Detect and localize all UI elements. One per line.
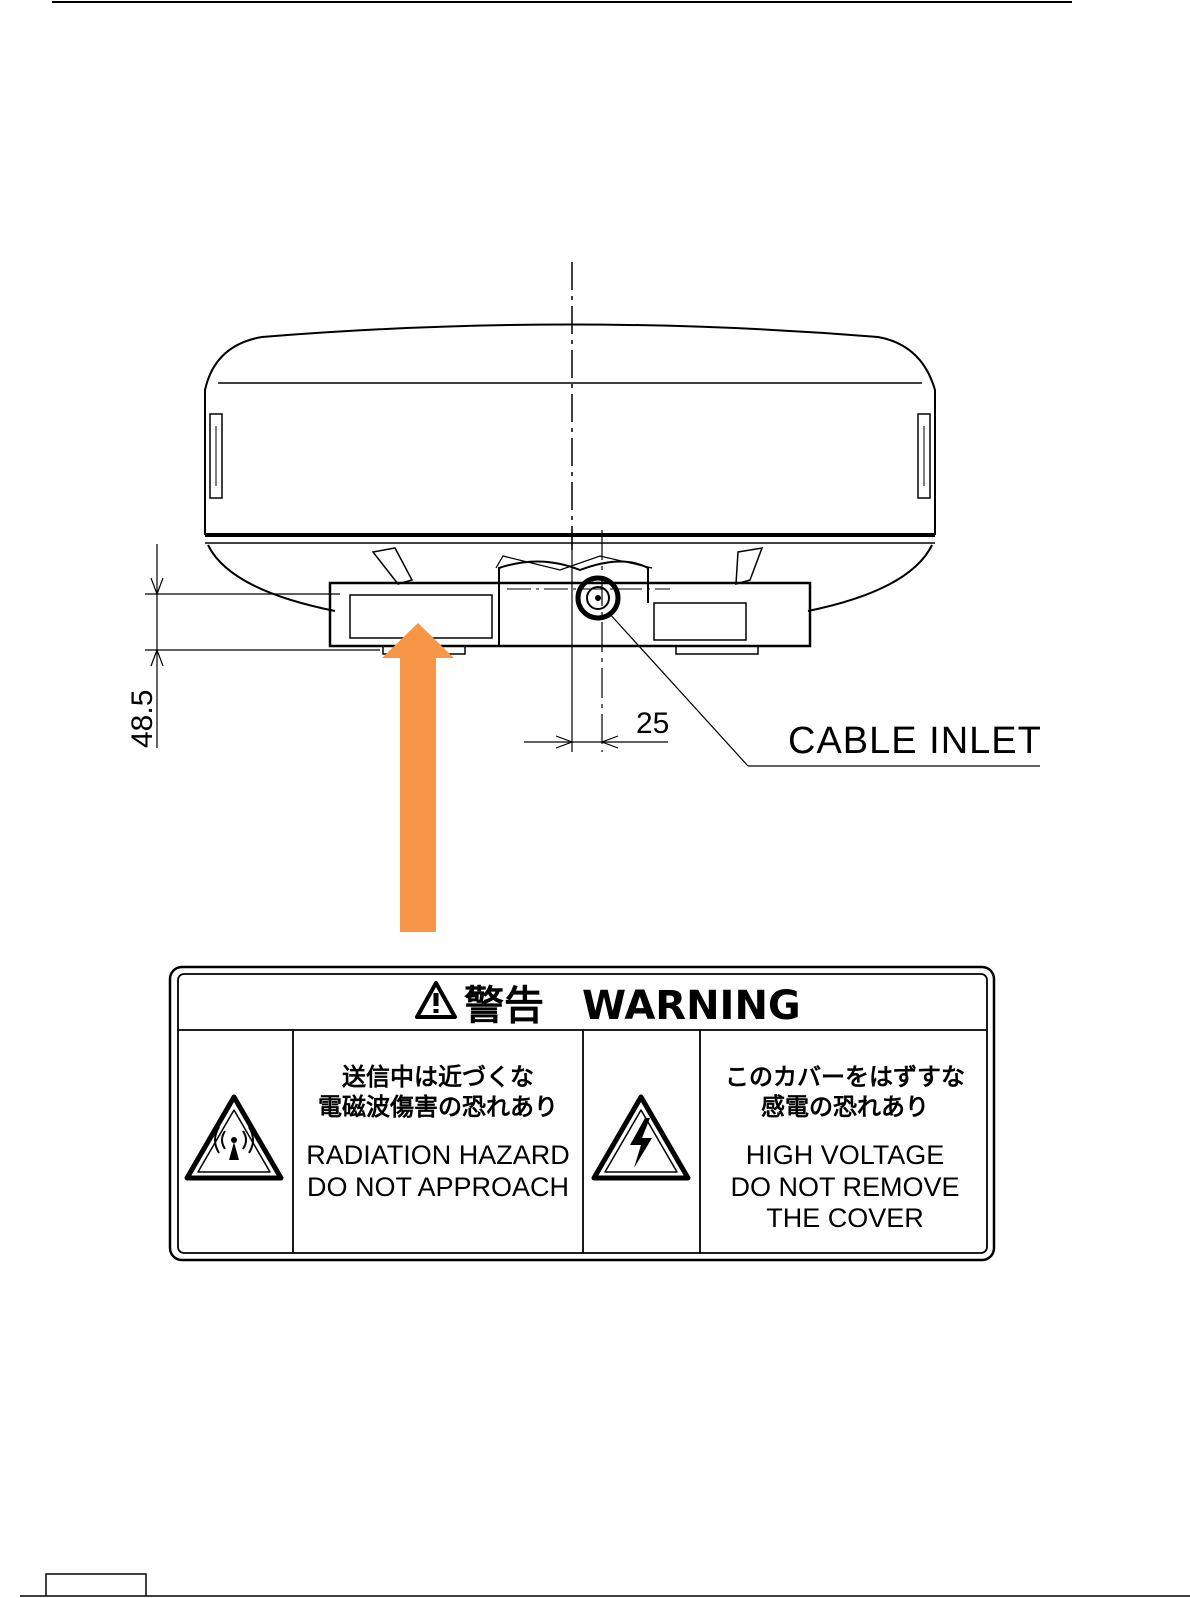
cable-inlet-callout: CABLE INLET	[788, 720, 1042, 762]
voltage-jp-line2: 感電の恐れあり	[761, 1093, 929, 1121]
page-footer	[20, 1574, 1190, 1596]
radiation-jp-line2: 電磁波傷害の恐れあり	[318, 1093, 558, 1121]
warning-triangle-icon	[417, 983, 455, 1017]
radiation-en-line1: RADIATION HAZARD	[306, 1140, 570, 1170]
voltage-en-line1: HIGH VOLTAGE	[746, 1140, 945, 1170]
antenna-drawing	[205, 325, 935, 655]
radome-outline	[205, 325, 935, 536]
page-number-tab	[46, 1574, 146, 1596]
orange-up-arrow	[382, 623, 454, 932]
cable-housing	[499, 561, 648, 646]
voltage-en-line2: DO NOT REMOVE	[730, 1172, 959, 1202]
voltage-en-line3: THE COVER	[766, 1203, 924, 1233]
left-clip	[373, 548, 412, 584]
warning-title-jp: 警告	[464, 983, 544, 1029]
dimension-offset-value: 25	[636, 707, 669, 740]
radiation-en-line2: DO NOT APPROACH	[307, 1172, 569, 1202]
base-block	[330, 583, 810, 646]
voltage-jp-line1: このカバーをはずすな	[725, 1063, 965, 1091]
radiation-hazard-icon	[187, 1097, 281, 1178]
radome-skirt	[208, 545, 932, 611]
base-right-recess	[654, 603, 746, 640]
high-voltage-icon	[594, 1097, 688, 1178]
radiation-jp-line1: 送信中は近づくな	[342, 1063, 534, 1091]
warning-label: 警告 WARNING 送信中は近づくな 電磁波傷害の恐れあり RADIATION…	[170, 967, 994, 1260]
right-clip	[736, 548, 762, 584]
arrow-head	[382, 623, 454, 658]
arrow-shaft	[400, 657, 436, 932]
warning-title-en: WARNING	[582, 983, 801, 1029]
dimension-height-value: 48.5	[126, 690, 159, 748]
